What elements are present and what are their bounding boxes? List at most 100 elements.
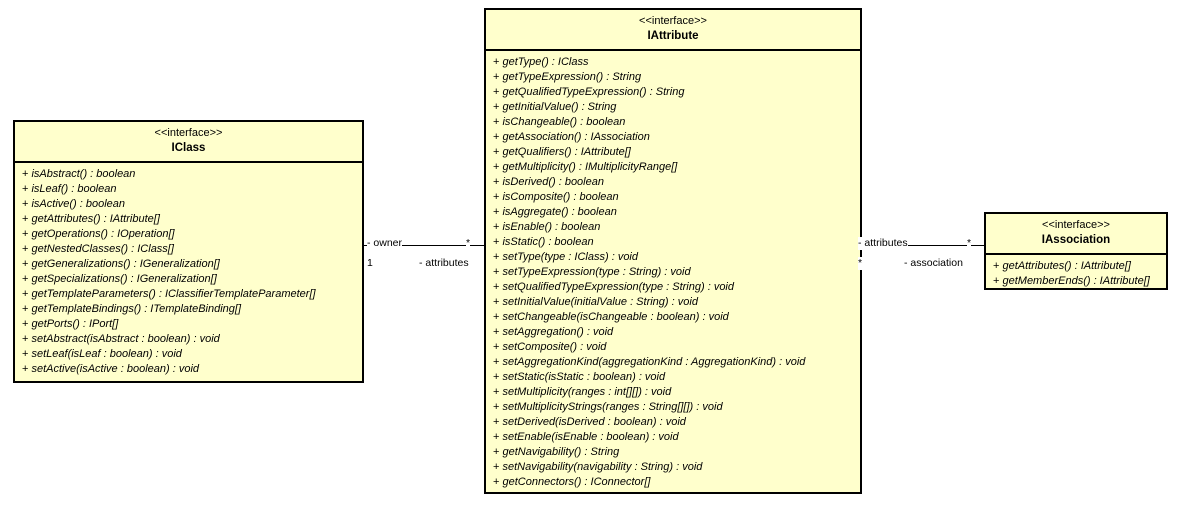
uml-class-name-iclass: IClass	[171, 142, 206, 154]
uml-member-signature: getAttributes() : IAttribute[]	[1002, 260, 1131, 272]
uml-member-signature: getNestedClasses() : IClass[]	[31, 243, 174, 255]
association-role-label-attributes: - attributes	[419, 257, 469, 270]
uml-member-visibility: +	[22, 318, 32, 330]
uml-member-signature: getMemberEnds() : IAttribute[]	[1002, 275, 1150, 287]
uml-member: + setTypeExpression(type : String) : voi…	[486, 265, 860, 280]
uml-members-compartment-iclass: + isAbstract() : boolean+ isLeaf() : boo…	[15, 163, 362, 381]
uml-member-visibility: +	[493, 386, 503, 398]
uml-member: + isChangeable() : boolean	[486, 115, 860, 130]
uml-member-visibility: +	[22, 213, 32, 225]
uml-member: + getAttributes() : IAttribute[]	[15, 212, 362, 227]
uml-member-visibility: +	[493, 236, 503, 248]
uml-member-signature: getQualifiedTypeExpression() : String	[502, 86, 685, 98]
uml-member-visibility: +	[493, 401, 503, 413]
association-line-iclass-iattribute[interactable]	[364, 245, 485, 246]
uml-member-visibility: +	[993, 260, 1003, 272]
uml-member: + getOperations() : IOperation[]	[15, 227, 362, 242]
uml-member-signature: isActive() : boolean	[31, 198, 126, 210]
association-role-label-association: - association	[904, 257, 963, 270]
uml-member-signature: getPorts() : IPort[]	[31, 318, 119, 330]
uml-member-signature: getInitialValue() : String	[502, 101, 617, 113]
uml-member: + getSpecializations() : IGeneralization…	[15, 272, 362, 287]
uml-member-visibility: +	[22, 363, 32, 375]
uml-member-visibility: +	[493, 116, 503, 128]
association-role-label-attributes-right: - attributes	[858, 237, 908, 250]
uml-member-visibility: +	[493, 221, 503, 233]
uml-member-signature: setComposite() : void	[502, 341, 607, 353]
association-multiplicity-label-attributes-end: *	[466, 237, 471, 250]
uml-member: + isEnable() : boolean	[486, 220, 860, 235]
uml-member: + setLeaf(isLeaf : boolean) : void	[15, 347, 362, 362]
uml-members-compartment-iattribute: + getType() : IClass + getTypeExpression(…	[486, 51, 860, 494]
uml-class-iassociation[interactable]: <<interface>> IAssociation + getAttribut…	[984, 212, 1168, 290]
uml-member: + isAbstract() : boolean	[15, 167, 362, 182]
uml-member: + getQualifiers() : IAttribute[]	[486, 145, 860, 160]
uml-member-signature: setNavigability(navigability : String) :…	[502, 461, 703, 473]
uml-member-visibility: +	[493, 191, 503, 203]
uml-member-visibility: +	[22, 333, 32, 345]
uml-member-visibility: +	[493, 356, 503, 368]
uml-member-signature: getQualifiers() : IAttribute[]	[502, 146, 631, 158]
uml-member-visibility: +	[22, 303, 32, 315]
uml-member: + isDerived() : boolean	[486, 175, 860, 190]
uml-member: + setMultiplicityStrings(ranges : String…	[486, 400, 860, 415]
uml-member: + setAggregationKind(aggregationKind : A…	[486, 355, 860, 370]
uml-member-visibility: +	[493, 266, 503, 278]
association-line-iattribute-iassociation[interactable]	[861, 245, 985, 246]
uml-member: + getTypeExpression() : String	[486, 70, 860, 85]
uml-member: + setEnable(isEnable : boolean) : void	[486, 430, 860, 445]
uml-class-iattribute[interactable]: <<interface>> IAttribute + getType() : I…	[484, 8, 862, 494]
uml-member-visibility: +	[493, 296, 503, 308]
uml-member: + isActive() : boolean	[15, 197, 362, 212]
uml-member-visibility: +	[22, 288, 32, 300]
uml-member: + setComposite() : void	[486, 340, 860, 355]
uml-member-signature: setType(type : IClass) : void	[502, 251, 638, 263]
uml-member: + setStatic(isStatic : boolean) : void	[486, 370, 860, 385]
uml-member-visibility: +	[493, 176, 503, 188]
uml-member-signature: getOperations() : IOperation[]	[31, 228, 175, 240]
uml-member-visibility: +	[493, 131, 503, 143]
uml-member-visibility: +	[493, 281, 503, 293]
uml-class-header-iclass: <<interface>> IClass	[15, 122, 362, 163]
uml-member: + getQualifiedTypeExpression() : String	[486, 85, 860, 100]
uml-member-visibility: +	[22, 258, 32, 270]
uml-member: + setMultiplicity(ranges : int[][]) : vo…	[486, 385, 860, 400]
uml-class-iclass[interactable]: <<interface>> IClass + isAbstract() : bo…	[13, 120, 364, 383]
uml-member-visibility: +	[493, 461, 503, 473]
uml-member-visibility: +	[993, 275, 1003, 287]
uml-member-visibility: +	[493, 416, 503, 428]
uml-member: + isStatic() : boolean	[486, 235, 860, 250]
uml-member-visibility: +	[493, 146, 503, 158]
uml-member-visibility: +	[22, 348, 32, 360]
uml-member-visibility: +	[493, 311, 503, 323]
uml-member-signature: setDerived(isDerived : boolean) : void	[502, 416, 686, 428]
association-multiplicity-label-association-end: *	[858, 257, 863, 270]
uml-member-signature: getAssociation() : IAssociation	[502, 131, 650, 143]
uml-member-visibility: +	[493, 251, 503, 263]
uml-member-signature: setInitialValue(initialValue : String) :…	[502, 296, 698, 308]
uml-member-signature: isStatic() : boolean	[502, 236, 594, 248]
uml-member-signature: getAttributes() : IAttribute[]	[31, 213, 160, 225]
uml-member-signature: setLeaf(isLeaf : boolean) : void	[31, 348, 182, 360]
uml-member: + getMemberEnds() : IAttribute[]	[986, 274, 1166, 289]
uml-member: + getConnectors() : IConnector[]	[486, 475, 860, 490]
uml-member-signature: getSpecializations() : IGeneralization[]	[31, 273, 217, 285]
uml-member-visibility: +	[22, 168, 32, 180]
uml-member-signature: setEnable(isEnable : boolean) : void	[502, 431, 679, 443]
uml-member-signature: getType() : IClass	[502, 56, 589, 68]
uml-stereotype-iclass: <<interface>>	[154, 127, 223, 139]
uml-member: + isAggregate() : boolean	[486, 205, 860, 220]
uml-member: + setDerived(isDerived : boolean) : void	[486, 415, 860, 430]
uml-member-signature: setTypeExpression(type : String) : void	[502, 266, 691, 278]
uml-member-signature: isDerived() : boolean	[502, 176, 604, 188]
uml-class-header-iattribute: <<interface>> IAttribute	[486, 10, 860, 51]
uml-member: + setInitialValue(initialValue : String)…	[486, 295, 860, 310]
uml-stereotype-iattribute: <<interface>>	[639, 15, 707, 27]
uml-member-signature: getMultiplicity() : IMultiplicityRange[]	[502, 161, 678, 173]
uml-member-visibility: +	[493, 101, 503, 113]
uml-member-visibility: +	[493, 86, 503, 98]
uml-member-signature: setChangeable(isChangeable : boolean) : …	[502, 311, 729, 323]
uml-member-signature: isChangeable() : boolean	[502, 116, 626, 128]
uml-member: + isComposite() : boolean	[486, 190, 860, 205]
association-role-label-owner: - owner	[367, 237, 403, 250]
